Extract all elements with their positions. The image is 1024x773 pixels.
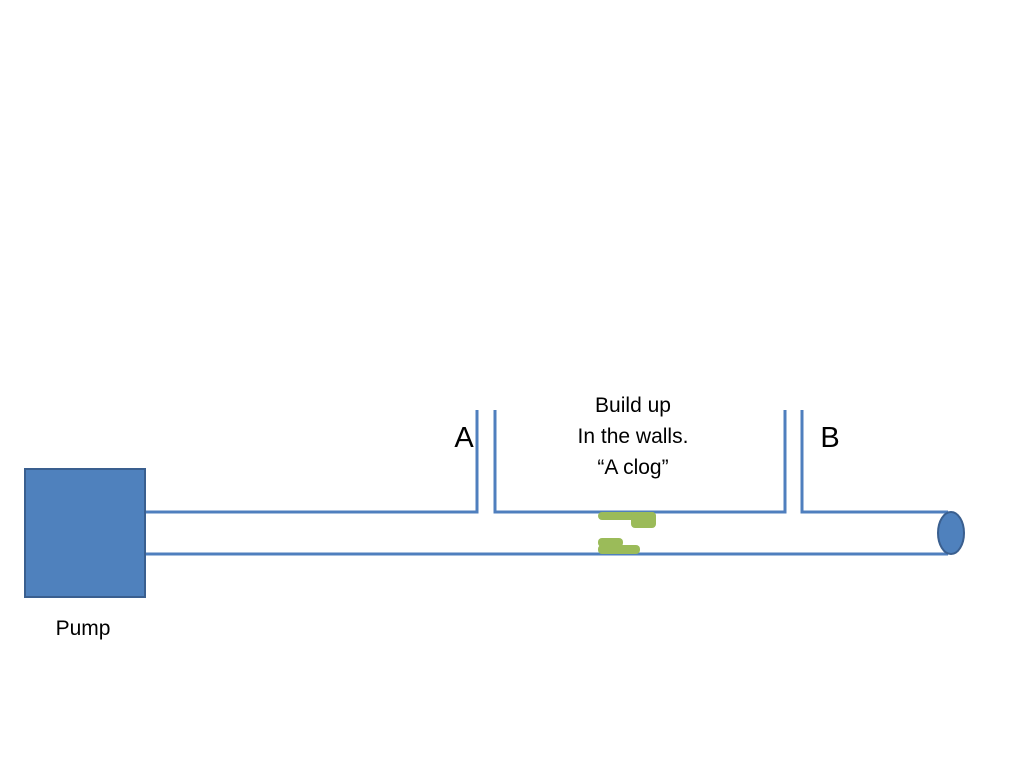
clog-note-line-1: Build up	[595, 394, 671, 417]
pipe-outlet	[937, 511, 965, 555]
clog-buildup	[598, 512, 656, 554]
clog-note-line-3: “A clog”	[597, 456, 668, 479]
clog-deposit-bottom-1	[598, 538, 623, 547]
clog-deposit-bottom-2	[598, 545, 640, 554]
clog-note-line-2: In the walls.	[578, 425, 689, 448]
tap-b-label: B	[820, 422, 839, 454]
pump-label: Pump	[56, 617, 111, 640]
pump-box	[24, 468, 146, 598]
pipe-top-wall-left	[146, 410, 479, 514]
pipe-top-wall-right	[800, 410, 948, 514]
clog-note: Build up In the walls. “A clog”	[578, 394, 689, 479]
clog-deposit-top-2	[631, 512, 656, 528]
tap-a-label: A	[454, 422, 474, 454]
